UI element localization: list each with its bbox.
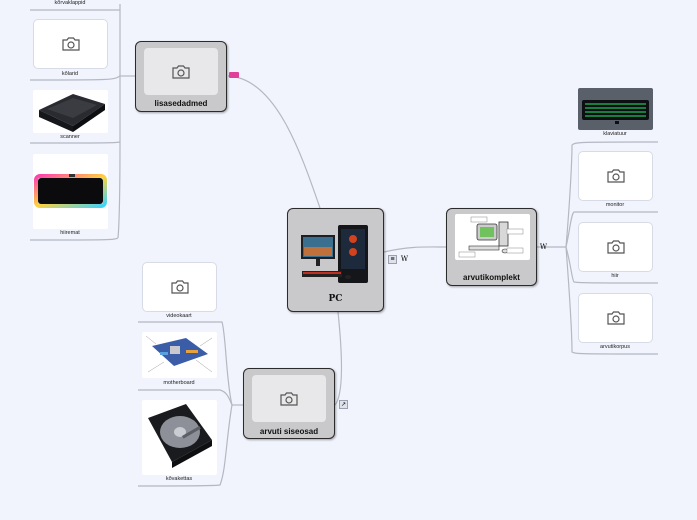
camera-icon (606, 240, 625, 254)
item-label-korvaklappid: kõrvaklappid (54, 0, 86, 6)
camera-icon (172, 64, 190, 79)
image-card-hiir[interactable] (578, 222, 653, 272)
item-label-videokaart: videokaart (166, 313, 192, 319)
item-label-scanner: scanner (60, 134, 80, 140)
computer-set-diagram-image (455, 214, 530, 260)
image-placeholder (252, 375, 326, 422)
item-label-arvutikorpus: arvutikorpus (600, 344, 630, 350)
image-placeholder (144, 48, 218, 95)
keyboard-image[interactable] (578, 88, 653, 130)
camera-icon (170, 280, 189, 294)
item-label-klaviatuur: klaviatuur (603, 131, 627, 137)
mousepad-image[interactable] (33, 154, 108, 229)
root-topic-pc[interactable]: PC (287, 208, 384, 312)
item-label-motherboard: motherboard (163, 380, 195, 386)
topic-lisasedadmed[interactable]: lisasedadmed (135, 41, 227, 112)
wikipedia-icon[interactable]: W (539, 243, 548, 251)
external-link-icon[interactable]: ↗ (339, 400, 348, 409)
image-card-videokaart[interactable] (142, 262, 217, 312)
topic-label: arvutikomplekt (463, 273, 520, 282)
image-card-kolarid[interactable] (33, 19, 108, 69)
item-label-hiiremat: hiiremat (60, 230, 80, 236)
item-label-hiir: hiir (611, 273, 619, 279)
camera-icon (280, 391, 298, 406)
tag-icon[interactable] (229, 72, 239, 78)
root-topic-label: PC (328, 294, 343, 304)
topic-arvutikomplekt[interactable]: arvutikomplekt (446, 208, 537, 286)
scanner-image[interactable] (33, 90, 108, 133)
motherboard-image[interactable] (142, 332, 217, 378)
wikipedia-icon[interactable]: W (400, 255, 409, 263)
hard-drive-image[interactable] (142, 400, 217, 475)
camera-icon (606, 169, 625, 183)
item-label-kovakettas: kõvakettas (165, 476, 193, 482)
image-card-arvutikorpus[interactable] (578, 293, 653, 343)
image-card-monitor[interactable] (578, 151, 653, 201)
item-label-kolarid: kõlarid (61, 71, 79, 77)
item-label-monitor: monitor (605, 202, 625, 208)
camera-icon (606, 311, 625, 325)
topic-label: lisasedadmed (154, 99, 208, 108)
notes-icon[interactable]: ≡ (388, 255, 397, 264)
camera-icon (61, 37, 80, 51)
pc-illustration (298, 219, 374, 287)
topic-arvuti-siseosad[interactable]: arvuti siseosad (243, 368, 335, 439)
topic-label: arvuti siseosad (259, 427, 319, 436)
